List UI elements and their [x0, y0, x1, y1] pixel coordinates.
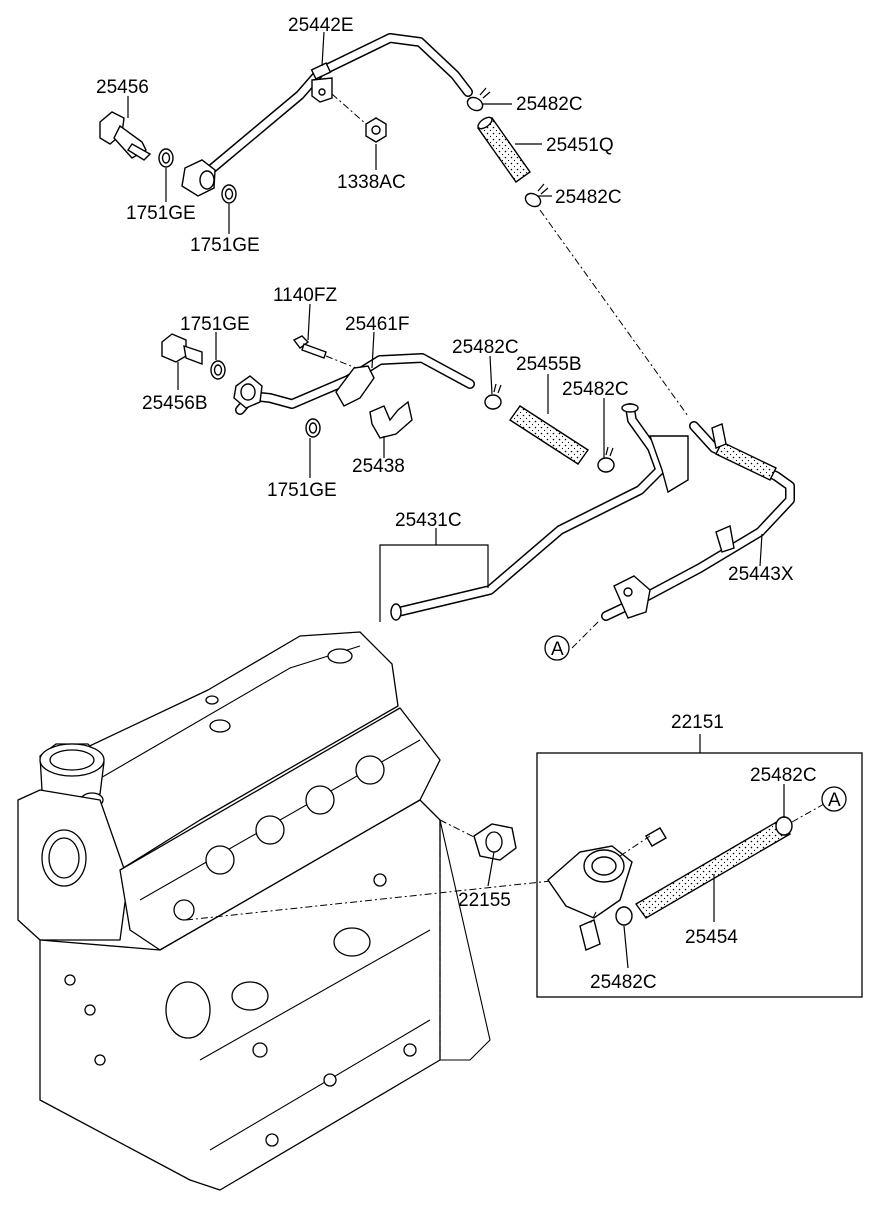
clamp-25482C-e: [775, 816, 793, 836]
pipe-25431C: [390, 403, 689, 621]
bolt-1140FZ: [292, 335, 357, 369]
label-25455B: 25455B: [516, 354, 582, 375]
label-1751GE-b: 1751GE: [190, 235, 260, 256]
clamp-25482C-b: [524, 183, 549, 208]
label-1338AC: 1338AC: [337, 172, 406, 193]
label-ref-a-1: A: [551, 639, 564, 660]
label-25482C-f: 25482C: [590, 972, 657, 993]
thermostat-housing: [547, 827, 667, 951]
label-25451Q: 25451Q: [546, 135, 614, 156]
label-25482C-a: 25482C: [516, 94, 583, 115]
label-ref-a-2: A: [828, 790, 841, 811]
hose-25454: [634, 819, 792, 919]
bolt-25456B: [161, 333, 203, 366]
engine-block: [17, 631, 491, 1191]
label-25438: 25438: [352, 456, 405, 477]
pipe-25442E: [203, 33, 473, 177]
hose-25451Q: [477, 116, 531, 183]
clamp-25482C-f: [615, 906, 633, 926]
ref-circle-a-1: [544, 635, 570, 661]
leader-lines: [127, 31, 785, 969]
pipe-25443X: [601, 421, 795, 621]
bolt-25456: [99, 111, 152, 161]
label-25443X: 25443X: [728, 564, 794, 585]
label-1751GE-a: 1751GE: [126, 203, 196, 224]
label-22151: 22151: [671, 712, 724, 733]
label-25456B: 25456B: [142, 393, 208, 414]
label-25461F: 25461F: [345, 314, 409, 335]
ref-circle-a-2: [821, 786, 847, 812]
label-25482C-b: 25482C: [555, 187, 622, 208]
label-1751GE-d: 1751GE: [267, 480, 337, 501]
pipe-25461F: [233, 353, 475, 415]
gasket-22155: [473, 823, 517, 861]
clamp-25482C-a: [466, 87, 491, 112]
label-25482C-d: 25482C: [562, 379, 629, 400]
label-25482C-e: 25482C: [750, 765, 817, 786]
label-22155: 22155: [458, 890, 511, 911]
label-25456: 25456: [96, 77, 149, 98]
label-1140FZ: 1140FZ: [273, 285, 337, 306]
clamp-25482C-c: [484, 383, 502, 410]
label-1751GE-c: 1751GE: [180, 314, 250, 335]
label-25442E: 25442E: [288, 15, 354, 36]
hose-25455B: [509, 405, 589, 465]
label-25482C-c: 25482C: [452, 337, 519, 358]
label-25431C: 25431C: [395, 510, 462, 531]
bracket-25438: [369, 400, 413, 439]
clamp-25482C-d: [597, 446, 615, 473]
label-25454: 25454: [685, 927, 738, 948]
